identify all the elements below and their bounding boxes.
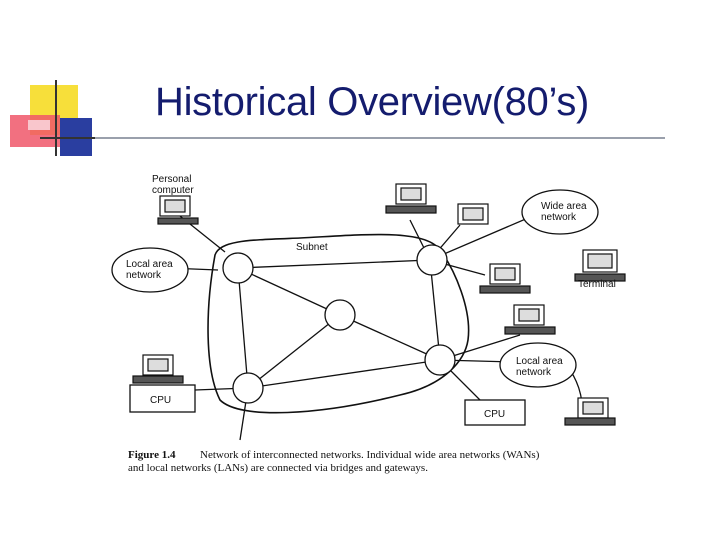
wan-ellipse — [521, 189, 599, 235]
cpu-boxes — [129, 384, 526, 426]
label-personal-computer-line1: Personal — [152, 174, 191, 185]
label-lan-left-line1: Local area — [126, 259, 173, 270]
caption-figure-label: Figure 1.4 — [128, 449, 176, 461]
personal-computer-icon — [157, 195, 199, 225]
network-clouds — [111, 189, 599, 388]
label-lan-right-line2: network — [516, 367, 552, 378]
node-center — [324, 299, 356, 331]
computer-left-icon — [132, 354, 184, 384]
node-top-right — [416, 244, 448, 276]
computer-mid-right-icon — [504, 304, 556, 335]
caption-line1: Network of interconnected networks. Indi… — [200, 449, 540, 461]
deco-pink-block — [28, 120, 50, 130]
terminal-icon — [574, 249, 626, 282]
slide-title: Historical Overview(80’s) — [155, 80, 590, 124]
label-wan-line2: network — [541, 212, 577, 223]
computer-top-mid-icon — [457, 203, 489, 225]
computer-bottom-right-icon — [564, 397, 616, 426]
label-cpu-right: CPU — [484, 409, 505, 420]
lan-right-ellipse — [499, 342, 577, 388]
network-diagram: Personal computer Wide area network Loca… — [111, 174, 626, 474]
title-divider — [95, 137, 665, 139]
label-personal-computer-line2: computer — [152, 185, 194, 196]
deco-horizontal-line — [40, 137, 100, 139]
label-terminal: Terminal — [578, 279, 616, 290]
lan-left-ellipse — [111, 247, 189, 293]
label-cpu-left: CPU — [150, 395, 171, 406]
subnet-nodes — [222, 244, 456, 404]
deco-vertical-line — [55, 80, 57, 156]
node-bottom-right — [424, 344, 456, 376]
label-wan-line1: Wide area — [541, 201, 587, 212]
cpu-left-box — [129, 384, 196, 413]
node-top-left — [222, 252, 254, 284]
cpu-right-box — [464, 399, 526, 426]
label-lan-left-line2: network — [126, 270, 162, 281]
network-links — [159, 199, 583, 441]
computer-icons — [132, 183, 626, 426]
computer-right-icon — [479, 263, 531, 294]
label-lan-right-line1: Local area — [516, 356, 563, 367]
node-bottom-left — [232, 372, 264, 404]
subnet-boundary — [207, 233, 470, 414]
label-subnet: Subnet — [296, 242, 328, 253]
caption-line2: and local networks (LANs) are connected … — [128, 462, 428, 474]
computer-top-icon — [385, 183, 437, 214]
